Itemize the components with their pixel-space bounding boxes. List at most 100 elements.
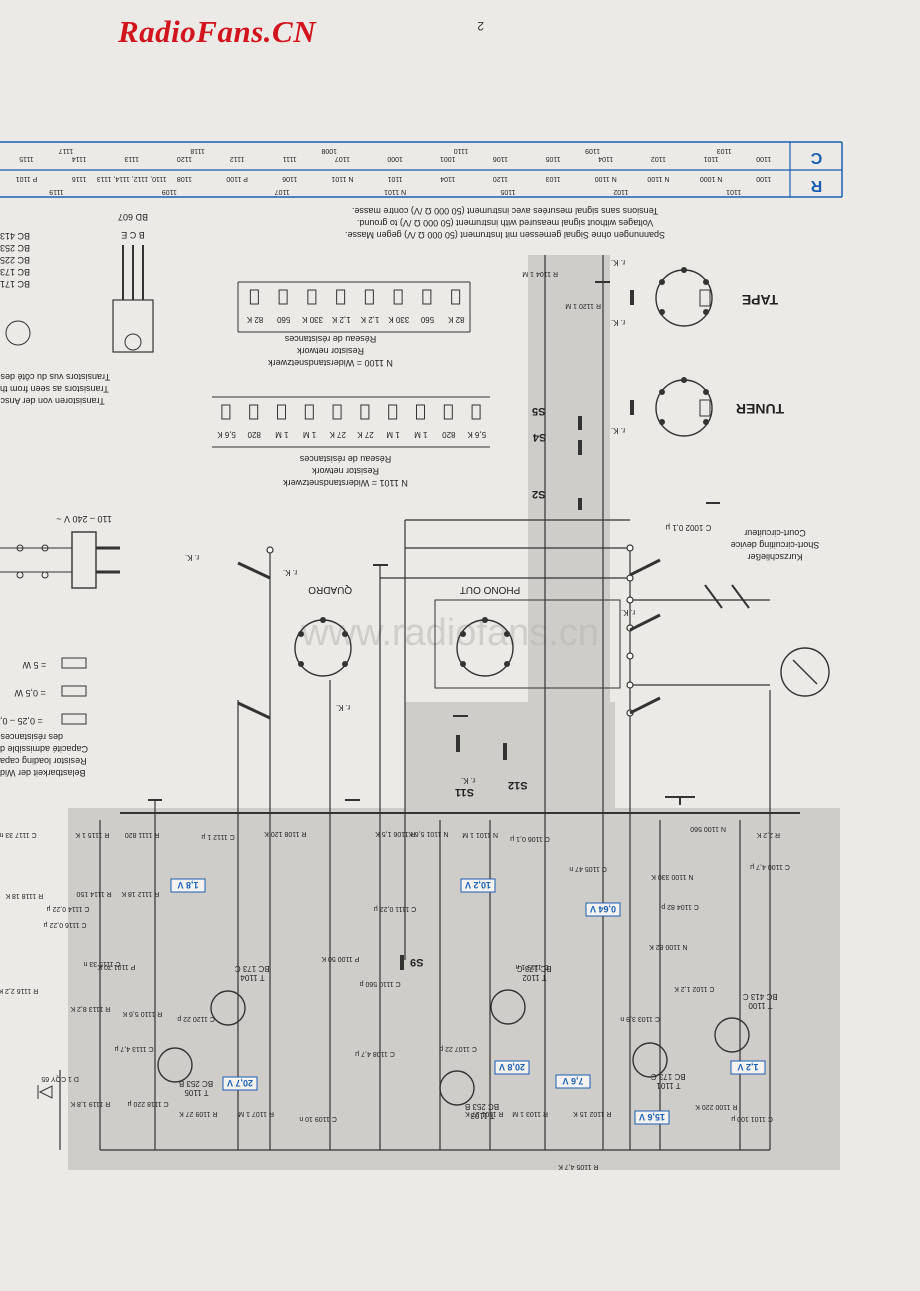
part-n1101_56: N 1101 5,6 K (408, 830, 449, 837)
page-number: 2 (477, 19, 484, 33)
n1100-resistor-5 (307, 289, 317, 305)
voltage-tag-4: 20,8 V (499, 1062, 525, 1072)
part-c1105: C 1105 47 n (569, 865, 607, 872)
transistor-list-4: BC 253 (0, 243, 30, 253)
switch-s4: S4 (532, 431, 546, 443)
part-r1107: R 1107 1 M (238, 1110, 274, 1117)
transistor-type-4: BC 173 C (235, 964, 270, 973)
part-r1120: R 1120 1 M (565, 302, 601, 309)
part-n1101_1m: N 1101 1 M (462, 831, 498, 838)
header-r-row2-cell-3: N 1101 (384, 188, 406, 195)
quadro-label: QUADRO (308, 584, 352, 595)
header-c-row1-cell-3: 1104 (598, 155, 613, 162)
header-c-row1-cell-4: 1105 (545, 155, 560, 162)
header-r-row1-cell-13: 1116 (72, 175, 87, 182)
voltage-note-de: Spannungen ohne Signal gemessen mit Inst… (345, 230, 665, 240)
header-c-row1-cell-2: 1102 (651, 155, 666, 162)
voltage-tag-box-5 (555, 1074, 591, 1089)
part-labels: R 1100 220 KC 1101 100 μR 1102 15 KR 110… (0, 270, 790, 1170)
rk-label-0: r. K. (611, 258, 625, 267)
header-r-row1-cell-3: N 1100 (595, 175, 617, 182)
n1101-value-6: 1 M (303, 430, 317, 439)
part-r1106: R 1106 1,5 K (375, 830, 416, 837)
switch-labels: S2 S4 S5 S9 S11 S12 (410, 405, 546, 968)
n1100-resistor-7 (249, 289, 259, 305)
rk-label-6: r. K. (336, 703, 350, 712)
switch-s2: S2 (532, 488, 545, 500)
rk-labels: r. K.r. K.r. K.r. K.r. K.r. K.r. K.r. K. (185, 258, 635, 785)
part-r1104: R 1104 1 M (522, 270, 558, 277)
t1101-symbol (632, 1042, 668, 1078)
n1100-resistor-0 (451, 289, 461, 305)
short-circuit-device: Kurzschließer Short-circuiting device Co… (665, 523, 830, 697)
n1100-title-2: Resistor network (296, 346, 364, 356)
voltage-tag-2: 0,64 V (590, 904, 616, 914)
voltage-tag-box-6 (730, 1060, 766, 1075)
voltage-tag-0: 1,8 V (177, 880, 198, 890)
watermark-text: www.radiofans.cn (300, 612, 599, 654)
t1100-symbol (714, 1017, 750, 1053)
tape-label: TAPE (742, 292, 778, 308)
n1101-value-2: 1 M (414, 430, 428, 439)
part-r_22k: R 2,2 K (756, 831, 780, 838)
header-c-row2-cell-4: 1118 (190, 147, 205, 154)
resistor-network-n1101: N 1101 = Widerstandsnetzwerk Resistor ne… (212, 396, 490, 488)
rk-label-4: r. K. (185, 553, 199, 562)
part-c1103: C 1103 3,9 n (620, 1015, 660, 1022)
part-r1114: R 1114 150 (76, 890, 111, 897)
n1101-resistor-5 (332, 404, 342, 420)
n1100-resistor-6 (278, 289, 288, 305)
n1100-value-7: 82 K (246, 315, 263, 324)
header-c-row1-cell-13: 1114 (72, 155, 87, 162)
transistor-ref-2: T 1102 (522, 973, 547, 982)
n1101-value-4: 27 K (357, 430, 374, 439)
part-r1105: R 1105 4,7 K (558, 1163, 599, 1170)
n1101-value-1: 820 (442, 430, 456, 439)
header-c-row2-cell-0: 1103 (717, 147, 732, 154)
n1100-value-4: 1,2 K (331, 315, 350, 324)
n1100-value-1: 560 (420, 315, 434, 324)
header-r-row1-cell-14: P 1101 (16, 175, 38, 182)
part-r1103: R 1103 1 M (512, 1110, 548, 1117)
transistor-type-5: BC 253 B (179, 1079, 213, 1088)
voltage-tag-box-4 (494, 1060, 530, 1075)
voltage-tag-box-1 (460, 878, 496, 893)
n1101-value-7: 1 M (275, 430, 289, 439)
header-r-row2-cell-1: 1102 (613, 188, 628, 195)
part-c1111: C 1111 0,22 μ (374, 905, 417, 912)
header-c-row1-cell-6: 1001 (440, 155, 456, 162)
part-c1112: C 1112 1 μ (201, 833, 234, 840)
header-c-row1-cell-14: 1115 (19, 155, 34, 162)
mains-voltage-label: 110 – 240 V ~ (56, 514, 112, 524)
n1101-title-3: Réseau de résistances (299, 454, 391, 464)
transistor-type-3: BC 253 B (465, 1102, 499, 1111)
voltage-tag-6: 1,2 V (737, 1062, 758, 1072)
header-c-row1-cell-1: 1101 (703, 155, 718, 162)
part-c1120: C 1120 22 p (177, 1015, 215, 1022)
header-r-row1-cell-9: 1106 (282, 175, 297, 182)
n1101-resistor-1 (443, 404, 453, 420)
voltage-tag-box-0 (170, 878, 206, 893)
voltage-tag-box-7 (634, 1110, 670, 1125)
transistor-ref-4: T 1104 (240, 973, 265, 982)
part-c1102: C 1102 1,2 K (674, 985, 715, 992)
transistors-note-fr: Transistors vus du côté des (0, 372, 110, 382)
t1105-symbol (157, 1047, 193, 1083)
part-r1109: R 1109 27 K (179, 1110, 218, 1117)
voltage-tag-5: 7,6 V (562, 1076, 583, 1086)
transistor-ref-1: T 1101 (656, 1081, 681, 1090)
part-r1118: R 1118 18 K (5, 892, 43, 899)
quadro-connector: QUADRO (294, 584, 352, 677)
transistor-ref-5: T 1105 (184, 1088, 209, 1097)
part-c1110: C 1110 560 p (360, 980, 401, 987)
switch-s9: S9 (410, 956, 423, 968)
header-r-row1-cell-5: 1120 (493, 175, 508, 182)
resistor-network-n1100: N 1100 = Widerstandsnetzwerk Resistor ne… (237, 281, 471, 368)
header-row-r-label: R (810, 177, 822, 194)
part-p1100: P 1100 50 K (321, 955, 359, 962)
header-r-row1-cell-4: 1103 (545, 175, 560, 182)
n1101-value-3: 1 M (386, 430, 400, 439)
header-r-row1-cell-8: N 1101 (331, 175, 353, 182)
n1101-value-0: 5,6 K (467, 430, 486, 439)
